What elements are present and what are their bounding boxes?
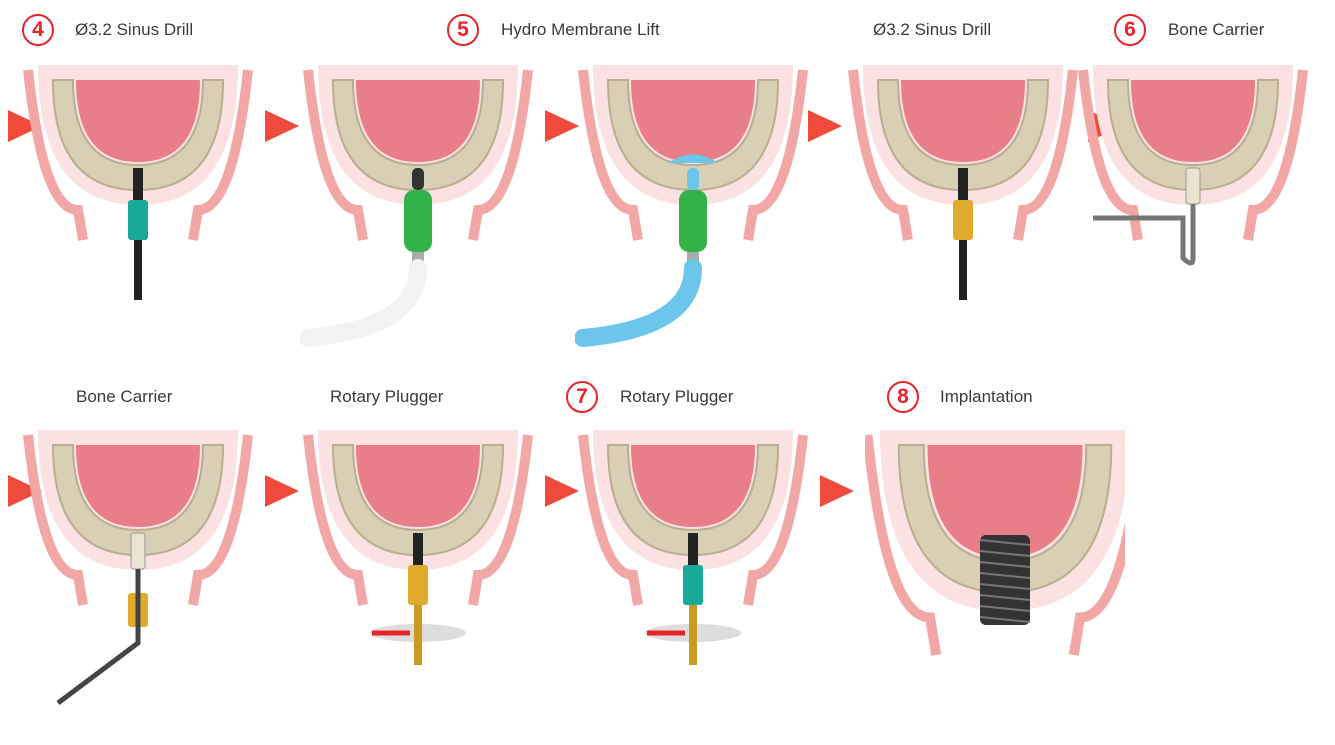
sinus-diagram xyxy=(575,405,835,745)
step-label: Bone Carrier xyxy=(1168,20,1264,40)
drill-tip xyxy=(958,168,968,200)
sinus-diagram xyxy=(845,40,1105,380)
step-label: Ø3.2 Sinus Drill xyxy=(873,20,991,40)
sinus-diagram xyxy=(300,405,560,745)
step-illustration xyxy=(1075,40,1335,370)
sinus-diagram xyxy=(20,40,280,380)
drill-shank xyxy=(134,240,142,300)
hydro-tip xyxy=(412,168,424,190)
drill-tip xyxy=(688,533,698,565)
sinus-diagram xyxy=(865,405,1125,675)
drill-collar xyxy=(128,200,148,240)
hydro-tube xyxy=(308,268,418,338)
carrier-tip xyxy=(1186,168,1200,204)
sinus-diagram xyxy=(300,40,560,380)
carrier-handle xyxy=(1093,204,1193,263)
step-label: Hydro Membrane Lift xyxy=(501,20,660,40)
hydro-tube xyxy=(583,268,693,338)
drill-collar xyxy=(683,565,703,605)
step-label: Bone Carrier xyxy=(76,387,172,407)
hydro-tip xyxy=(687,168,699,190)
step-illustration xyxy=(845,40,1105,370)
step-label: Ø3.2 Sinus Drill xyxy=(75,20,193,40)
sinus-diagram xyxy=(1075,40,1335,380)
step-label: Rotary Plugger xyxy=(620,387,733,407)
sinus-diagram xyxy=(575,40,835,380)
drill-tip xyxy=(413,533,423,565)
implant-body xyxy=(980,535,1030,625)
step-illustration xyxy=(575,40,835,370)
drill-tip xyxy=(133,168,143,200)
step-illustration xyxy=(865,405,1125,735)
drill-shank xyxy=(689,605,697,665)
drill-shank xyxy=(414,605,422,665)
step-illustration xyxy=(20,40,280,370)
step-illustration xyxy=(300,405,560,735)
step-illustration xyxy=(20,405,280,735)
hydro-grip xyxy=(404,190,432,252)
step-illustration xyxy=(575,405,835,735)
step-illustration xyxy=(300,40,560,370)
step-label: Implantation xyxy=(940,387,1033,407)
drill-shank xyxy=(959,240,967,300)
drill-collar xyxy=(408,565,428,605)
carrier-tip xyxy=(131,533,145,569)
drill-collar xyxy=(953,200,973,240)
carrier-handle xyxy=(58,569,138,703)
hydro-grip xyxy=(679,190,707,252)
sinus-diagram xyxy=(20,405,280,745)
step-label: Rotary Plugger xyxy=(330,387,443,407)
